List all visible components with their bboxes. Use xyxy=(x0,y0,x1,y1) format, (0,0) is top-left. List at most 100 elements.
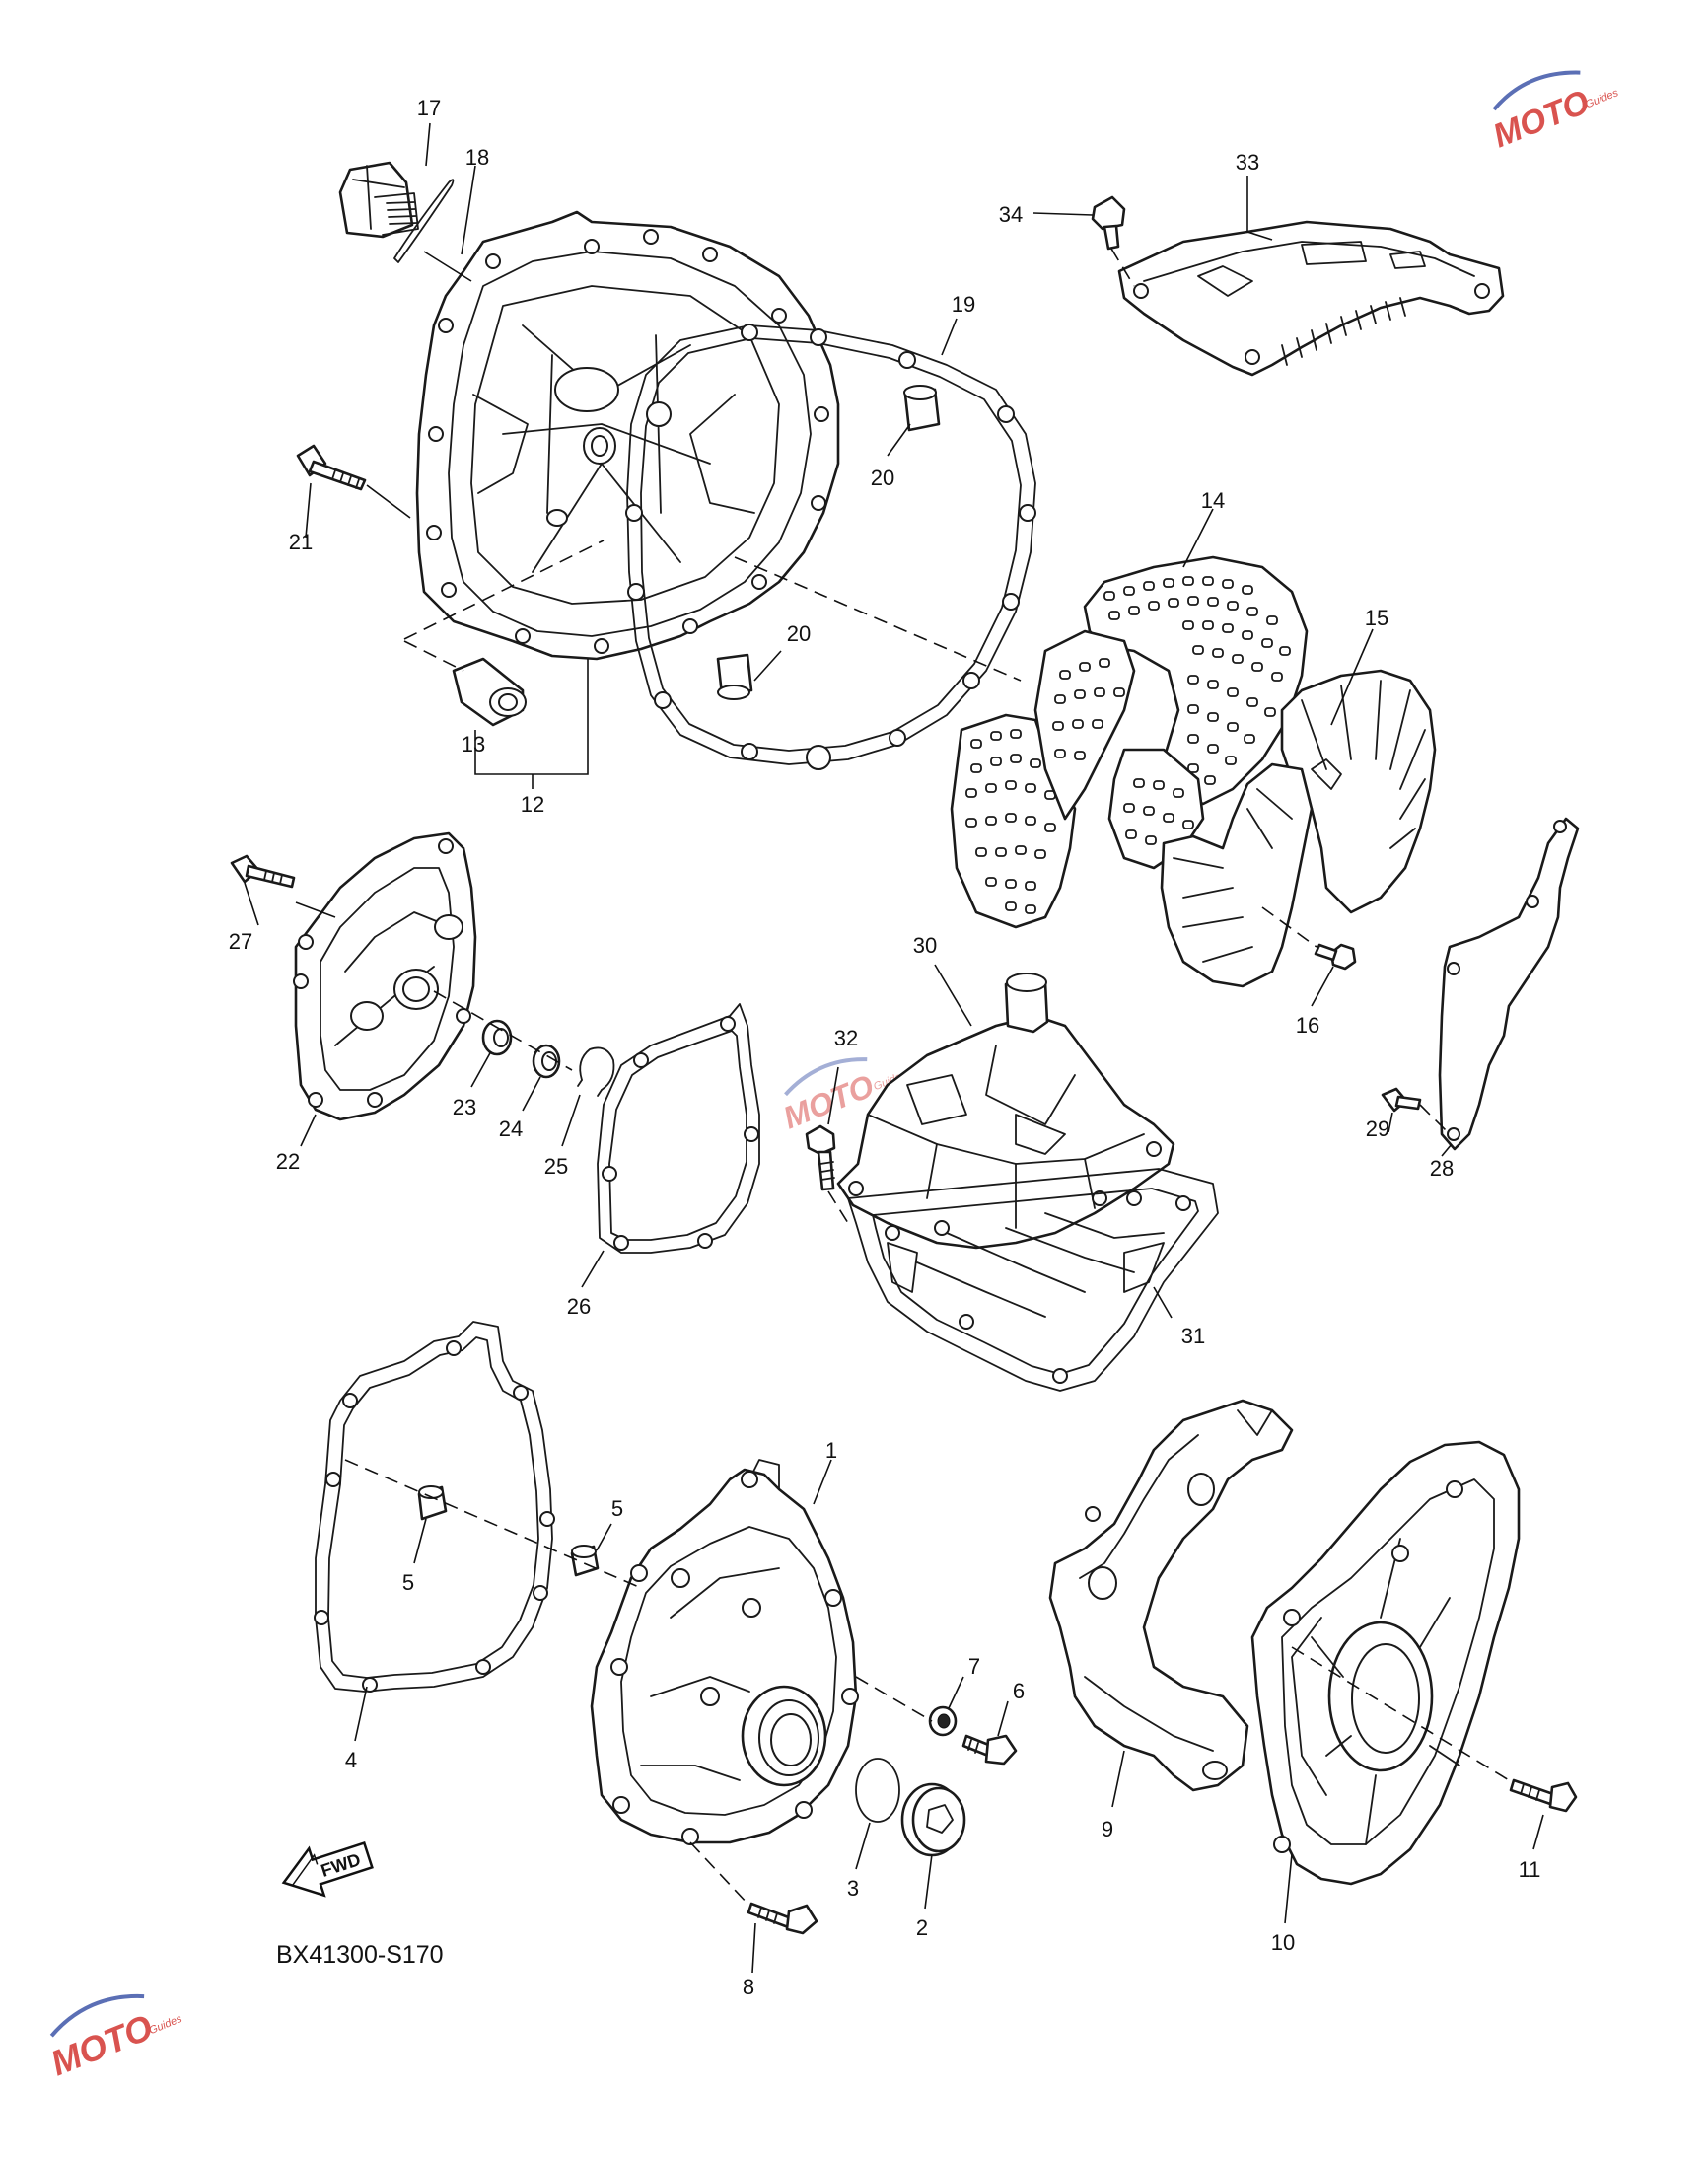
watermark-sub: Guides xyxy=(1584,87,1620,110)
part-5-dowel-left xyxy=(417,1485,448,1521)
callout-21: 21 xyxy=(289,530,313,554)
leader-32 xyxy=(827,1066,839,1125)
leader-2 xyxy=(924,1853,933,1910)
leader-6 xyxy=(997,1700,1009,1737)
callout-5-left: 5 xyxy=(402,1570,414,1595)
part-7-washer xyxy=(928,1705,958,1737)
part-19-clutch-cover-gasket xyxy=(625,324,1036,770)
part-32-bolt xyxy=(805,1124,836,1191)
leader-14 xyxy=(1182,508,1214,568)
watermark-brand: MOTO xyxy=(1488,83,1595,155)
leader-21 xyxy=(366,484,411,519)
leader-4 xyxy=(354,1686,368,1742)
callout-24: 24 xyxy=(499,1117,523,1141)
leader-22 xyxy=(300,1114,317,1147)
callout-28: 28 xyxy=(1430,1156,1454,1181)
leader-28 xyxy=(1441,1143,1453,1157)
callout-1: 1 xyxy=(825,1438,837,1463)
part-2-plug xyxy=(900,1782,966,1857)
part-22-pump-cover xyxy=(293,831,477,1121)
callout-34: 34 xyxy=(999,202,1023,227)
leader-30 xyxy=(934,964,972,1027)
leader-19 xyxy=(941,318,958,356)
leader-7 xyxy=(948,1676,964,1709)
part-21-bolt xyxy=(296,444,367,491)
dash-line-13 xyxy=(403,540,605,640)
leader-24 xyxy=(522,1076,541,1112)
part-33-cover-plate xyxy=(1117,220,1505,377)
callout-25: 25 xyxy=(544,1154,568,1179)
part-26-pump-gasket xyxy=(597,1003,760,1254)
watermark-brand: MOTO xyxy=(778,1067,879,1135)
callout-3: 3 xyxy=(847,1876,859,1901)
leader-26 xyxy=(581,1250,605,1288)
callout-14: 14 xyxy=(1201,488,1225,513)
callout-2: 2 xyxy=(916,1915,928,1940)
callout-16: 16 xyxy=(1296,1013,1319,1038)
dash-line-32 xyxy=(827,1190,849,1224)
callout-18: 18 xyxy=(465,145,489,170)
callout-32: 32 xyxy=(834,1026,858,1050)
leader-34 xyxy=(1032,212,1094,216)
callout-6: 6 xyxy=(1013,1679,1025,1703)
dash-line-29 xyxy=(1419,1104,1449,1133)
leader-9 xyxy=(1111,1750,1125,1808)
part-20-dowel-lower xyxy=(716,653,753,700)
part-6-bolt xyxy=(961,1734,1018,1766)
callout-13: 13 xyxy=(462,732,485,757)
leader-3 xyxy=(855,1822,871,1870)
leader-16 xyxy=(1311,966,1334,1007)
leader-21-label xyxy=(305,482,312,539)
part-25-circlip xyxy=(577,1046,615,1097)
part-29-bolt xyxy=(1381,1087,1422,1113)
callout-10: 10 xyxy=(1271,1930,1295,1955)
leader-29 xyxy=(1388,1112,1393,1133)
part-11-bolt xyxy=(1509,1778,1578,1813)
part-17-oil-filler-cap xyxy=(338,161,419,239)
leader-18b xyxy=(461,165,476,255)
leader-23 xyxy=(470,1050,492,1088)
callout-8: 8 xyxy=(743,1975,754,1999)
leader-15 xyxy=(1330,628,1374,726)
callout-26: 26 xyxy=(567,1294,591,1319)
dash-line-12-14 xyxy=(734,556,1022,682)
leader-17 xyxy=(425,122,431,167)
bracket-12-13 xyxy=(474,659,589,775)
leader-25 xyxy=(561,1094,581,1147)
dash-line-dowels xyxy=(344,1459,642,1589)
leader-20-lower xyxy=(753,650,782,682)
part-16-screw xyxy=(1314,943,1357,971)
part-24-washer xyxy=(532,1044,561,1079)
part-34-bolt xyxy=(1091,195,1126,251)
leader-8 xyxy=(751,1922,756,1974)
callout-9: 9 xyxy=(1102,1817,1113,1841)
dash-line-13b xyxy=(403,640,464,672)
leader-5b xyxy=(596,1523,612,1551)
callout-5-right: 5 xyxy=(611,1496,623,1521)
leader-27b xyxy=(295,901,336,918)
watermark-top-right: MOTO Guides xyxy=(1488,70,1620,155)
leader-5a xyxy=(413,1518,427,1564)
dash-line-16 xyxy=(1261,906,1317,948)
callout-33: 33 xyxy=(1236,150,1259,175)
part-1-generator-cover xyxy=(590,1459,859,1845)
callout-29: 29 xyxy=(1366,1117,1389,1141)
part-10-sprocket-cover xyxy=(1250,1440,1521,1886)
part-3-o-ring xyxy=(855,1758,900,1823)
callout-22: 22 xyxy=(276,1149,300,1174)
dash-line-7 xyxy=(855,1676,933,1722)
callout-7: 7 xyxy=(968,1654,980,1679)
part-28-plate xyxy=(1438,817,1580,1151)
callout-20-upper: 20 xyxy=(871,466,894,490)
dash-line-8 xyxy=(689,1841,750,1907)
callout-20-lower: 20 xyxy=(787,621,811,646)
callout-30: 30 xyxy=(913,933,937,958)
part-13-collar xyxy=(452,657,527,727)
callout-4: 4 xyxy=(345,1748,357,1772)
callout-19: 19 xyxy=(952,292,975,317)
part-12-clutch-cover xyxy=(415,210,840,661)
part-30-cover xyxy=(836,973,1175,1250)
leader-27 xyxy=(244,882,259,926)
part-23-seal xyxy=(481,1019,513,1056)
